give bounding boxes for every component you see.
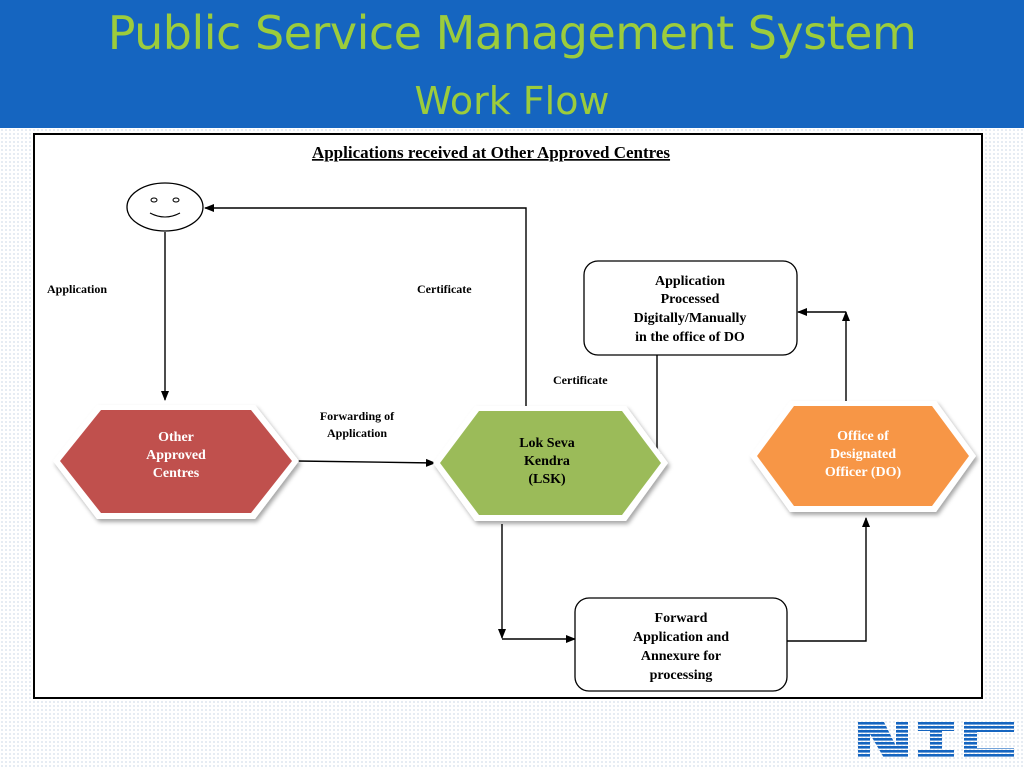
processed-line-3: Digitally/Manually xyxy=(634,311,747,326)
label-application: Application xyxy=(47,282,107,296)
slide-title: Public Service Management System xyxy=(107,6,917,60)
diagram-heading: Applications received at Other Approved … xyxy=(312,143,670,162)
label-forwarding-1: Forwarding of xyxy=(320,409,395,423)
processed-line-4: in the office of DO xyxy=(635,330,745,345)
slide-subtitle: Work Flow xyxy=(414,79,610,123)
do-line-3: Officer (DO) xyxy=(825,465,902,480)
arrow-lsk-certificate-to-citizen xyxy=(204,204,527,410)
node-designated-officer: Office of Designated Officer (DO) xyxy=(750,401,976,512)
arrow-forward-to-do xyxy=(787,517,870,642)
node-forward-application: Forward Application and Annexure for pro… xyxy=(574,597,788,692)
lsk-line-1: Lok Seva xyxy=(519,436,575,451)
label-certificate-top: Certificate xyxy=(417,282,472,296)
lsk-line-2: Kendra xyxy=(524,454,570,469)
citizen-smiley-icon xyxy=(126,182,204,232)
oac-line-2: Approved xyxy=(146,448,206,463)
oac-line-3: Centres xyxy=(153,466,200,481)
oac-line-1: Other xyxy=(158,430,194,445)
forward-line-4: processing xyxy=(650,668,713,683)
forward-line-3: Annexure for xyxy=(641,649,721,664)
processed-line-1: Application xyxy=(655,274,725,289)
lsk-line-3: (LSK) xyxy=(528,472,566,487)
node-lok-seva-kendra: Lok Seva Kendra (LSK) xyxy=(433,406,668,521)
do-line-1: Office of xyxy=(837,429,889,444)
node-application-processed: Application Processed Digitally/Manually… xyxy=(583,260,798,356)
node-other-approved-centres: Other Approved Centres xyxy=(53,405,299,519)
forward-line-2: Application and xyxy=(633,630,729,645)
title-banner: Public Service Management System Work Fl… xyxy=(0,0,1024,128)
nic-logo xyxy=(858,722,1014,758)
arrow-oac-to-lsk xyxy=(296,458,436,467)
forward-line-1: Forward xyxy=(655,611,708,626)
do-line-2: Designated xyxy=(830,447,896,462)
processed-line-2: Processed xyxy=(661,292,720,307)
label-certificate-mid: Certificate xyxy=(553,373,608,387)
label-forwarding-2: Application xyxy=(327,426,387,440)
